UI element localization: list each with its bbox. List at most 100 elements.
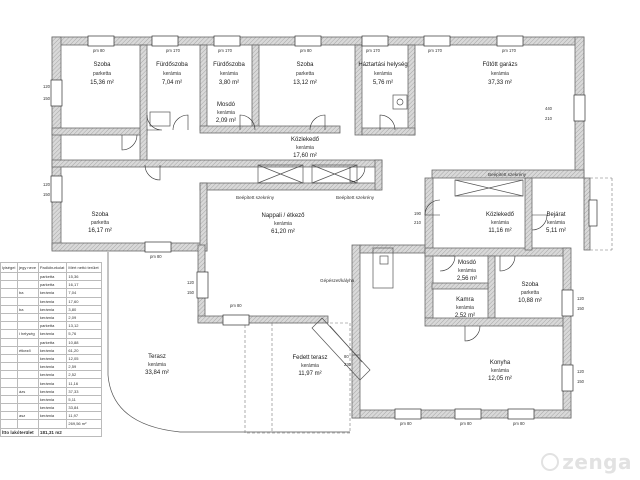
legend-cell <box>16 362 39 372</box>
svg-text:parketta: parketta <box>521 290 539 296</box>
svg-text:12,05 m²: 12,05 m² <box>488 376 512 382</box>
svg-text:kerámia: kerámia <box>491 368 509 374</box>
svg-text:Fűtött garázs: Fűtött garázs <box>482 62 517 68</box>
legend-cell <box>0 353 18 364</box>
legend-sum: 269,56 m² <box>66 419 102 429</box>
win-label: pm 170 <box>502 48 517 53</box>
legend-cell <box>16 337 39 347</box>
legend-cell <box>16 296 39 306</box>
svg-text:kerámia: kerámia <box>217 110 235 116</box>
room-bejarat: Bejárat kerámia 5,11 m² <box>546 212 566 234</box>
legend-cell: kerámia <box>37 288 68 298</box>
svg-text:Háztartási helység: Háztartási helység <box>358 62 407 68</box>
legend-cell: 13,12 <box>66 321 102 331</box>
legend-cell: kerámia <box>37 394 68 405</box>
svg-text:kerámia: kerámia <box>163 71 181 77</box>
room-futott-garazs: Fűtött garázs kerámia 37,33 m² <box>482 62 517 86</box>
win-label: 120 <box>577 369 585 374</box>
win-label: pm 170 <box>218 48 233 53</box>
svg-text:11,16 m²: 11,16 m² <box>488 228 511 234</box>
svg-text:kerámia: kerámia <box>547 220 565 226</box>
legend-cell <box>0 345 18 355</box>
svg-text:parketta: parketta <box>93 71 111 77</box>
legend-cell: parketta <box>37 337 68 347</box>
svg-text:Terasz: Terasz <box>148 354 166 360</box>
legend-cell: 37,33 <box>66 386 102 396</box>
win-label: pm 80 <box>513 421 525 426</box>
watermark-text: zenga <box>562 450 632 474</box>
legend-cell <box>0 312 18 323</box>
win-label: 230 <box>344 362 352 367</box>
room-furdoszoba-1: Fürdőszoba kerámia 7,04 m² <box>156 62 188 86</box>
svg-text:16,17 m²: 16,17 m² <box>88 228 112 234</box>
legend-header-cell: jegy neve <box>16 262 39 273</box>
svg-text:33,84 m²: 33,84 m² <box>145 370 169 376</box>
legend-cell: 16,17 <box>66 280 102 290</box>
legend-sum-row: 269,56 m² <box>0 419 102 429</box>
svg-text:kerámia: kerámia <box>148 362 166 368</box>
annotations: Beépített szekrény Beépített szekrény Be… <box>236 172 527 283</box>
built-in-wardrobe-label: Beépített szekrény <box>236 195 275 200</box>
room-furdoszoba-2: Fürdőszoba kerámia 3,80 m² <box>213 62 245 86</box>
win-label: 440 <box>545 106 553 111</box>
legend-cell: 2,09 <box>66 312 102 323</box>
legend-cell: ba <box>16 304 39 314</box>
win-label: pm 170 <box>166 48 181 53</box>
svg-text:15,36 m²: 15,36 m² <box>90 80 114 86</box>
legend-cell: 11,16 <box>66 378 102 388</box>
legend-header-cell: Mért nettó terület <box>66 262 102 273</box>
legend-cell: i helység <box>16 329 39 339</box>
svg-text:Fürdőszoba: Fürdőszoba <box>213 62 245 68</box>
legend-cell: kerámia <box>37 378 68 388</box>
legend-cell: kerámia <box>37 345 68 355</box>
room-szoba-4: Szoba parketta 10,88 m² <box>518 282 542 304</box>
room-nappali-etkezo: Nappali / étkező kerámia 61,20 m² <box>261 213 305 235</box>
room-szoba-1: Szoba parketta 15,36 m² <box>90 62 114 86</box>
svg-text:2,56 m²: 2,56 m² <box>457 276 477 282</box>
legend-cell <box>0 411 18 421</box>
legend-cell: 7,04 <box>66 288 102 298</box>
svg-text:Szoba: Szoba <box>521 282 539 288</box>
win-label: pm 80 <box>300 48 312 53</box>
legend-cell: 61,20 <box>66 345 102 355</box>
win-label: 150 <box>187 290 195 295</box>
win-label: 150 <box>43 96 51 101</box>
svg-text:Bejárat: Bejárat <box>546 212 565 218</box>
svg-text:17,60 m²: 17,60 m² <box>293 153 317 159</box>
svg-text:Konyha: Konyha <box>490 360 511 366</box>
win-label: pm 80 <box>400 421 412 426</box>
room-szoba-3: Szoba parketta 16,17 m² <box>88 212 112 234</box>
legend-cell: ba <box>16 288 39 298</box>
built-in-wardrobe-label: Beépített szekrény <box>336 195 375 200</box>
legend-cell <box>16 280 39 290</box>
legend-cell <box>0 362 18 372</box>
legend-cell: kerámia <box>37 402 68 413</box>
win-label: 120 <box>43 182 51 187</box>
legend-cell: parketta <box>37 271 68 282</box>
svg-text:5,76 m²: 5,76 m² <box>373 80 393 86</box>
win-label: 190 <box>414 211 422 216</box>
win-label: 210 <box>545 116 553 121</box>
fixtures <box>149 94 524 289</box>
svg-text:kerámia: kerámia <box>220 71 238 77</box>
win-label: pm 170 <box>366 48 381 53</box>
area-schedule-table: lyiségei jegy neve Padlóburkolat Mért ne… <box>0 262 103 470</box>
legend-cell <box>0 378 18 388</box>
room-labels: Szoba parketta 15,36 m² Fürdőszoba kerám… <box>88 62 566 382</box>
legend-cell: kerámia <box>37 296 68 306</box>
legend-cell <box>0 296 18 306</box>
room-kozlekedo-1: Közlekedő kerámia 17,60 m² <box>291 137 320 159</box>
legend-header-cell: lyiségei <box>0 262 18 273</box>
win-label: pm 80 <box>150 254 162 259</box>
